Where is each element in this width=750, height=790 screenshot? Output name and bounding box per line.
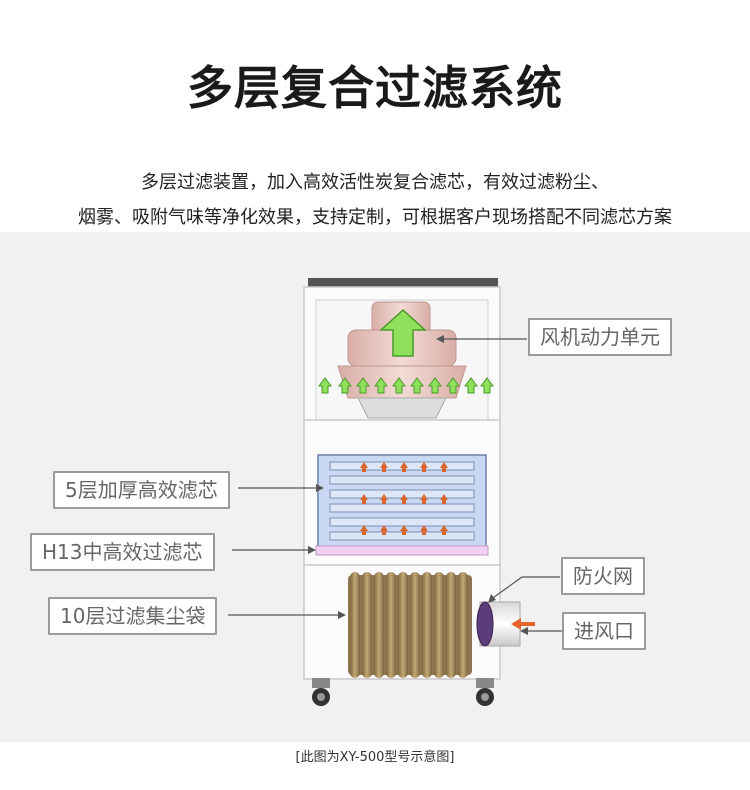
label-fan-unit: 风机动力单元	[528, 318, 672, 356]
label-5-layer-filter: 5层加厚高效滤芯	[53, 471, 230, 509]
label-fire-net: 防火网	[561, 557, 645, 595]
dust-collection-bag	[348, 572, 472, 678]
airflow-arrow-icon	[410, 377, 424, 394]
airflow-arrows-row	[318, 377, 494, 394]
airflow-arrow-icon	[428, 377, 442, 394]
airflow-up-arrow-icon	[379, 308, 427, 357]
page-title: 多层复合过滤系统	[187, 61, 563, 115]
airflow-arrow-icon	[480, 377, 494, 394]
h13-filter-strip	[315, 545, 489, 556]
subtitle-line-1: 多层过滤装置，加入高效活性炭复合滤芯，有效过滤粉尘、	[141, 172, 609, 193]
airflow-arrow-icon	[392, 377, 406, 394]
airflow-arrow-icon	[338, 377, 352, 394]
filter-airflow-arrows	[360, 462, 448, 535]
subtitle-line-2: 烟雾、吸附气味等净化效果，支持定制，可根据客户现场搭配不同滤芯方案	[78, 207, 672, 228]
label-air-inlet: 进风口	[562, 612, 646, 650]
inlet-arrow-icon	[511, 618, 535, 630]
label-h13-filter: H13中高效过滤芯	[30, 533, 215, 571]
airflow-arrow-icon	[318, 377, 332, 394]
airflow-arrow-icon	[464, 377, 478, 394]
diagram-caption: [此图为XY-500型号示意图]	[295, 750, 455, 765]
leader-lines	[228, 335, 562, 635]
airflow-arrow-icon	[356, 377, 370, 394]
airflow-arrow-icon	[446, 377, 460, 394]
caster-wheels	[312, 678, 494, 706]
label-dust-bag: 10层过滤集尘袋	[48, 597, 218, 635]
cabinet-top-lid	[308, 278, 498, 287]
airflow-arrow-icon	[374, 377, 388, 394]
